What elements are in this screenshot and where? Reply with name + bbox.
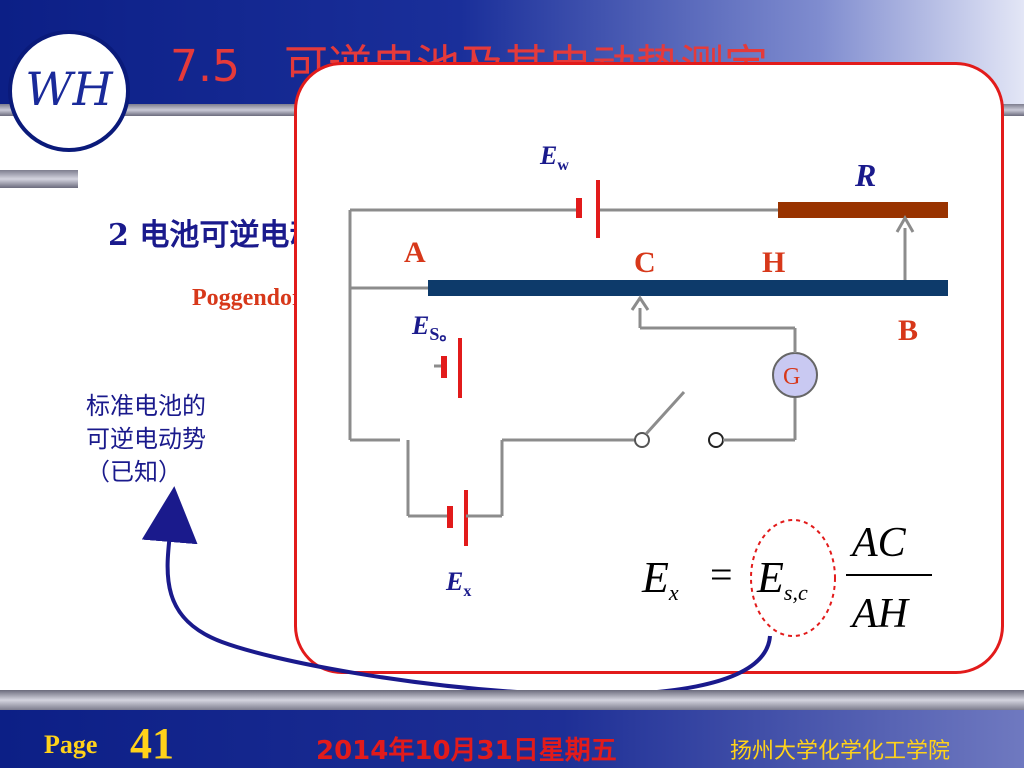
label-h: H <box>762 246 785 279</box>
circuit-callout-box <box>294 62 1004 674</box>
label-a: A <box>404 236 426 269</box>
highlight-ellipse <box>750 519 836 637</box>
link-arrow <box>141 486 772 697</box>
emf-formula: Ex = Es,c AC AH <box>641 520 932 637</box>
formula-equals: = <box>710 552 733 597</box>
label-c: C <box>634 246 656 279</box>
label-es: ES。 <box>411 311 457 344</box>
switch-terminal-right <box>708 432 724 448</box>
formula-numerator: AC <box>849 520 907 566</box>
formula-rhs: Es,c <box>756 553 808 605</box>
standard-note-line-2: 可逆电动势 <box>86 425 206 453</box>
slide-wire-ab <box>428 280 948 296</box>
es-cell-short-plate <box>441 356 447 378</box>
logo-text: WH <box>14 62 124 116</box>
slider-contact-arrowhead <box>630 295 650 311</box>
page-number: 41 <box>130 719 174 768</box>
standard-cell-es <box>434 338 462 398</box>
logo <box>8 30 130 152</box>
left-accent-stripe <box>0 170 78 188</box>
rheostat-tap-arrowhead <box>895 214 915 233</box>
footer-institution: 扬州大学化学化工学院 <box>730 739 951 764</box>
logo-letters: WH <box>25 62 113 116</box>
formula-denominator: AH <box>849 591 911 637</box>
label-r: R <box>854 157 876 193</box>
label-b: B <box>898 314 918 347</box>
label-g: G <box>783 364 800 390</box>
working-battery-circuit <box>350 180 778 238</box>
standard-note-line-3: （已知） <box>86 458 182 486</box>
footer-date: 2014年10月31日星期五 <box>316 736 617 766</box>
footer-stripe <box>0 690 1024 710</box>
page-label: Page <box>44 730 98 759</box>
formula-lhs: Ex <box>641 553 679 605</box>
switch-lever <box>644 390 686 436</box>
standard-cell-note: 标准电池的 可逆电动势 （已知） <box>86 390 266 489</box>
label-ew: Ew <box>539 141 569 174</box>
ew-cell-short-plate <box>576 198 582 218</box>
label-ex: Ex <box>445 567 471 600</box>
rheostat-r <box>778 202 948 218</box>
footer-band <box>0 710 1024 768</box>
switch-terminal-left <box>634 432 650 448</box>
standard-note-line-1: 标准电池的 <box>86 392 206 420</box>
ex-cell-short-plate <box>447 506 453 528</box>
